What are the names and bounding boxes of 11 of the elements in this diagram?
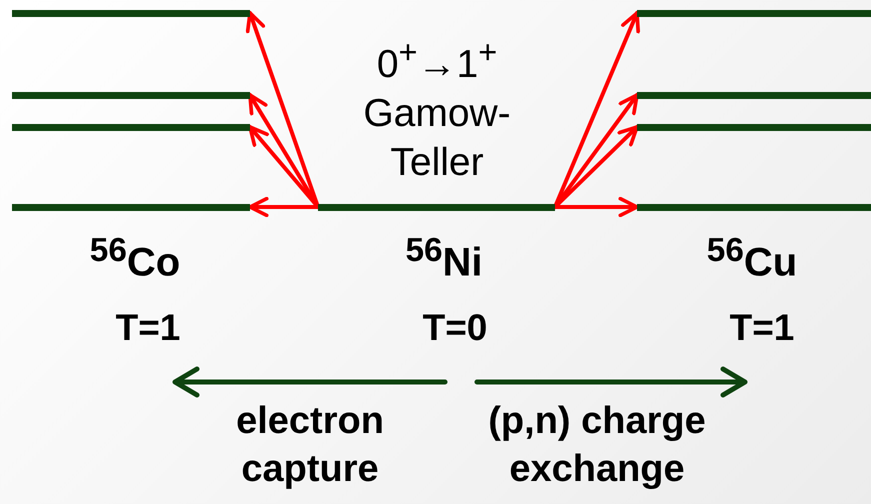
isospin-label: T=0 (422, 306, 488, 350)
process-label: electron capture (235, 399, 385, 492)
isotope-label: $^{56}$Ni (404, 231, 484, 286)
isospin-label: T=1 (114, 306, 182, 350)
isotope-label: $^{56}$Cu (706, 231, 798, 286)
transition-arrow (553, 196, 639, 218)
transition-arrow (248, 196, 320, 218)
isospin-label: T=1 (728, 306, 796, 350)
isotope-label: $^{56}$Co (88, 231, 182, 286)
transition-label: 0$^{+}$→1$^{+}$ Gamow-Teller (362, 33, 512, 186)
process-label: (p,n) charge exchange (487, 399, 707, 492)
